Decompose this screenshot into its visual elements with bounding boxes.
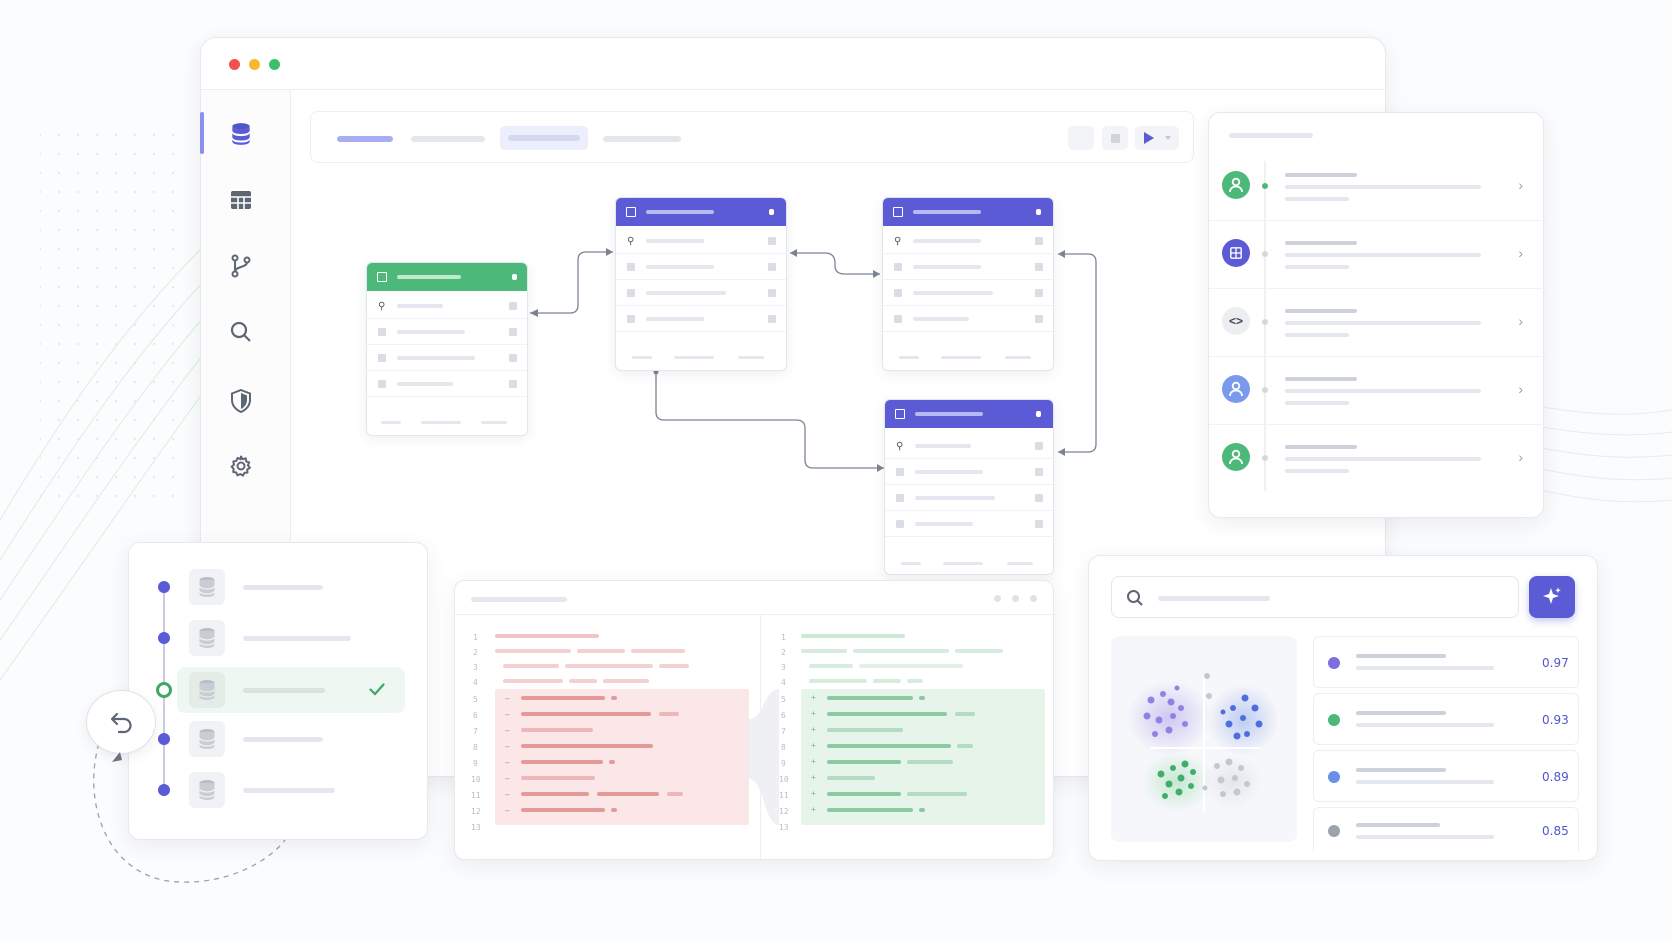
chevron-right-icon: › [1518,177,1523,193]
history-panel [128,542,428,840]
window-dot[interactable] [1012,595,1019,602]
gear-icon[interactable] [229,454,253,478]
undo-icon [110,712,132,734]
chevron-right-icon: › [1518,245,1523,261]
er-table-4[interactable]: ⚲ [884,399,1054,575]
activity-timeline [1264,161,1266,491]
search-result[interactable]: 0.85 [1313,807,1579,851]
table-icon [895,409,905,419]
toolbar-stop-button[interactable] [1102,126,1128,150]
toolbar-blank-button[interactable] [1068,126,1094,150]
added-block [801,689,1045,825]
search-result[interactable]: 0.89 [1313,750,1579,802]
chevron-right-icon: › [1518,381,1523,397]
database-icon [189,772,225,808]
database-icon [189,672,225,708]
key-icon: ⚲ [894,236,902,247]
er-table-3[interactable]: ⚲ [882,197,1054,371]
ai-sparkle-button[interactable] [1529,576,1575,618]
diff-panel: 1 2 3 4 5 6 7 8 9 10 11 12 13 – – – – – … [454,580,1054,860]
user-icon [1222,443,1250,471]
activity-item[interactable]: <> › [1209,289,1545,357]
activity-item[interactable]: › [1209,153,1545,221]
database-icon [189,569,225,605]
key-icon: ⚲ [896,441,904,452]
key-icon: ⚲ [627,236,635,247]
embedding-cluster-plot [1111,636,1297,842]
arrow-up-icon [112,752,122,762]
history-item[interactable] [129,770,429,810]
activity-item[interactable]: › [1209,425,1545,493]
close-window-button[interactable] [229,59,240,70]
branch-icon[interactable] [230,254,252,278]
activity-item[interactable]: › [1209,221,1545,289]
search-icon[interactable] [230,321,252,343]
editor-toolbar [310,111,1194,163]
table-icon [626,207,636,217]
result-score: 0.89 [1542,770,1569,784]
diff-connector [749,689,779,825]
window-titlebar [201,38,1385,90]
tab-1[interactable] [337,136,393,142]
table-icon [377,272,387,282]
chevron-right-icon: › [1518,449,1523,465]
result-score: 0.85 [1542,824,1569,838]
table-icon [893,207,903,217]
user-icon [1222,171,1250,199]
diff-header [455,581,1053,615]
history-item[interactable] [129,719,429,759]
database-icon [189,721,225,757]
window-dot[interactable] [1030,595,1037,602]
diff-right-pane: 1 2 3 4 5 6 7 8 9 10 11 12 13 + + + + + … [761,615,1055,861]
key-icon: ⚲ [378,301,386,312]
table-icon[interactable] [230,189,252,211]
er-table-1[interactable]: ⚲ [366,262,528,436]
search-icon [1127,590,1143,606]
toolbar-play-button[interactable] [1135,126,1179,150]
stop-icon [1111,134,1120,143]
result-dot [1328,771,1340,783]
table-icon [1222,239,1250,267]
database-icon [189,620,225,656]
er-table-2[interactable]: ⚲ [615,197,787,371]
result-score: 0.97 [1542,656,1569,670]
play-icon [1144,132,1154,144]
database-icon[interactable] [228,121,254,147]
window-dot[interactable] [994,595,1001,602]
search-input[interactable] [1111,576,1519,618]
activity-item[interactable]: › [1209,357,1545,425]
chevron-right-icon: › [1518,313,1523,329]
tab-2[interactable] [411,136,485,142]
result-dot [1328,657,1340,669]
result-score: 0.93 [1542,713,1569,727]
minimize-window-button[interactable] [249,59,260,70]
semantic-search-panel: 0.97 0.93 0.89 0.85 [1088,555,1598,861]
sidebar-active-indicator [200,112,204,154]
sparkle-icon [1543,587,1561,604]
undo-button[interactable] [86,690,156,754]
activity-panel: › › <> › › › [1208,112,1545,518]
removed-block [495,689,749,825]
history-item[interactable] [129,618,429,658]
history-item[interactable] [129,567,429,607]
search-result[interactable]: 0.93 [1313,693,1579,745]
tab-3[interactable] [500,126,588,150]
code-icon: <> [1222,307,1250,335]
result-dot [1328,714,1340,726]
user-icon [1222,375,1250,403]
shield-icon[interactable] [231,389,251,413]
check-icon [369,683,385,696]
chevron-down-icon [1165,136,1171,140]
tab-4[interactable] [603,136,681,142]
diff-left-pane: 1 2 3 4 5 6 7 8 9 10 11 12 13 – – – – – … [455,615,760,861]
maximize-window-button[interactable] [269,59,280,70]
search-result[interactable]: 0.97 [1313,636,1579,688]
selected-marker [156,682,172,698]
history-item-selected[interactable] [177,667,405,713]
result-dot [1328,825,1340,837]
